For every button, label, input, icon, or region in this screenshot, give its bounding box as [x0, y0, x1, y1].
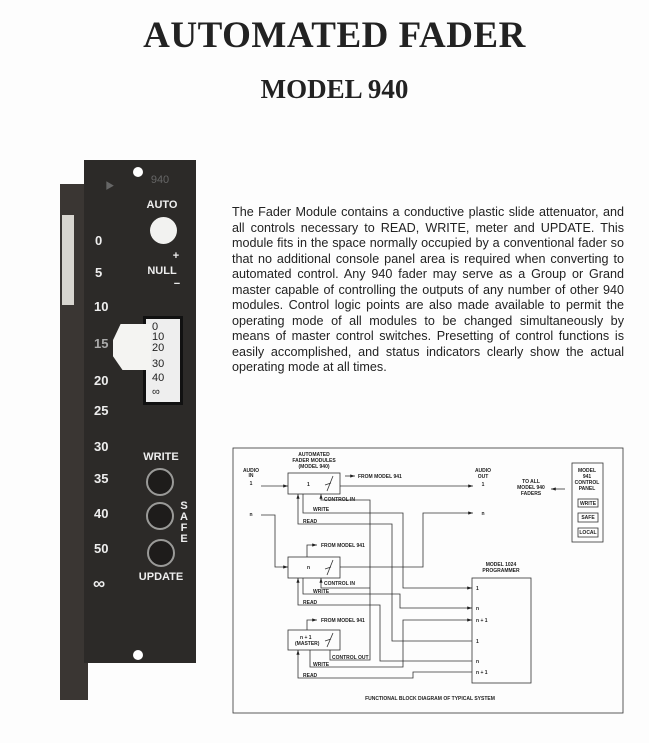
cp-local-button: LOCAL: [579, 530, 596, 536]
to-all-label: MODEL 940: [517, 485, 545, 491]
meter-mark: 30: [152, 358, 165, 370]
null-label: NULL: [147, 265, 177, 277]
control-panel-label: 941: [583, 474, 592, 480]
safe-letter: E: [180, 533, 188, 545]
safe-letter: F: [180, 522, 188, 534]
safe-button[interactable]: [146, 502, 174, 530]
meter-mark: 0: [152, 321, 159, 333]
programmer-box: [471, 577, 532, 684]
scale-mark: 50: [94, 541, 109, 556]
programmer-label: PROGRAMMER: [482, 568, 520, 574]
master-label: (MASTER): [295, 641, 320, 647]
programmer-port: n: [476, 659, 479, 665]
control-panel-label: CONTROL: [575, 480, 600, 486]
scale-mark: 25: [94, 403, 109, 418]
update-button[interactable]: [147, 539, 175, 567]
programmer-label: MODEL 1024: [486, 562, 517, 568]
module-number: n + 1: [300, 635, 312, 641]
from-941-label: FROM MODEL 941: [358, 474, 402, 480]
auto-button[interactable]: [150, 217, 177, 244]
model-label: 940: [150, 174, 170, 186]
meter-mark: 20: [152, 342, 165, 354]
page-subtitle: MODEL 940: [260, 74, 409, 104]
programmer-port: 1: [476, 586, 479, 592]
control-out-label: CONTROL OUT: [332, 655, 369, 661]
write-label: WRITE: [143, 451, 179, 463]
control-panel-box: [571, 462, 604, 543]
logo-icon: ⯈: [104, 178, 116, 194]
null-plus: +: [172, 250, 180, 262]
module-number: 1: [307, 482, 310, 488]
update-label: UPDATE: [138, 571, 184, 583]
programmer-port: 1: [476, 639, 479, 645]
modules-label: FADER MODULES: [292, 458, 336, 464]
cp-safe-button: SAFE: [581, 515, 595, 521]
modules-label: AUTOMATED: [298, 452, 330, 458]
control-in-label: CONTROL IN: [324, 581, 355, 587]
audio-out-label: AUDIO: [475, 468, 491, 474]
safe-letter: S: [180, 500, 188, 512]
from-941-label: FROM MODEL 941: [321, 543, 365, 549]
diagram-caption: FUNCTIONAL BLOCK DIAGRAM OF TYPICAL SYST…: [365, 696, 495, 702]
meter-mark: 10: [152, 331, 165, 343]
control-in-label: CONTROL IN: [324, 497, 355, 503]
control-panel-label: MODEL: [578, 468, 596, 474]
audio-in-label: IN: [249, 473, 254, 479]
meter-mark: ∞: [152, 386, 160, 398]
diagram-frame: [232, 447, 624, 714]
module-number: n: [307, 565, 310, 571]
to-all-label: TO ALL: [522, 479, 540, 485]
read-label: READ: [303, 600, 318, 606]
safe-letter: A: [180, 511, 188, 523]
scale-mark: 10: [94, 299, 109, 314]
programmer-port: n + 1: [476, 618, 488, 624]
control-panel-label: PANEL: [579, 486, 596, 492]
read-label: READ: [303, 673, 318, 679]
to-all-label: FADERS: [521, 491, 542, 497]
null-minus: −: [173, 278, 181, 290]
meter-mark: 40: [152, 372, 165, 384]
scale-mark: 35: [94, 471, 109, 486]
description-text: The Fader Module contains a conductive p…: [232, 205, 624, 374]
write-label: WRITE: [313, 589, 330, 595]
scale-mark: 40: [94, 506, 109, 521]
page-title: AUTOMATED FADER: [143, 15, 526, 56]
auto-label: AUTO: [146, 199, 178, 211]
fader-module-master: [287, 629, 341, 651]
fader-knob[interactable]: [113, 324, 151, 370]
scale-mark: 0: [95, 233, 103, 248]
module-side-label: [62, 215, 74, 305]
scale-mark: 30: [94, 439, 109, 454]
audio-out-label: OUT: [478, 474, 489, 480]
cp-write-button: WRITE: [580, 501, 597, 507]
write-label: WRITE: [313, 507, 330, 513]
audio-in-1: 1: [250, 481, 253, 487]
block-diagram: AUTOMATED FADER MODULES (MODEL 940) AUDI…: [232, 447, 624, 714]
write-button[interactable]: [146, 468, 174, 496]
programmer-port: n + 1: [476, 670, 488, 676]
from-941-label: FROM MODEL 941: [321, 618, 365, 624]
programmer-port: n: [476, 606, 479, 612]
audio-out-n: n: [481, 511, 484, 517]
audio-in-n: n: [249, 512, 252, 518]
scale-mark: 20: [94, 373, 109, 388]
mount-hole: [133, 167, 143, 177]
scale-mark: ∞: [93, 574, 106, 593]
scale-mark: 5: [95, 265, 103, 280]
audio-in-label: AUDIO: [243, 468, 259, 474]
audio-out-1: 1: [482, 482, 485, 488]
read-label: READ: [303, 519, 318, 525]
fader-module-1: [287, 472, 341, 495]
scale-mark: 15: [94, 336, 109, 351]
write-label: WRITE: [313, 662, 330, 668]
fader-module-photo: [84, 160, 196, 663]
mount-hole: [133, 650, 143, 660]
modules-label: (MODEL 940): [298, 464, 329, 470]
fader-module-n: [287, 556, 341, 579]
